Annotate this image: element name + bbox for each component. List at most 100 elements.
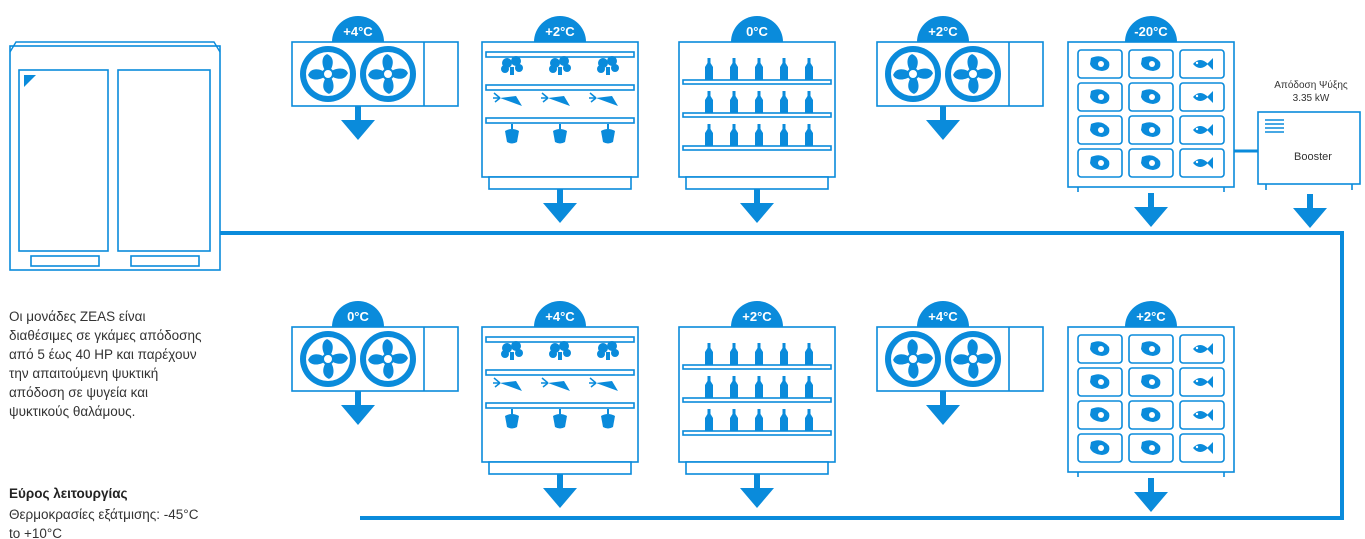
temperature-label: 0°C	[347, 309, 369, 324]
unit-cooler	[876, 326, 1044, 392]
temperature-badge: +2°C	[917, 16, 969, 42]
shelf-ledge	[485, 369, 635, 376]
description-text: Οι μονάδες ZEAS είναι διαθέσιμες σε γκάμ…	[9, 309, 202, 419]
temperature-label: +2°C	[928, 24, 958, 39]
temperature-badge: +4°C	[534, 301, 586, 327]
carrot-icon	[589, 92, 618, 106]
freezer-showcase	[1067, 41, 1235, 192]
bottle-icon	[805, 91, 813, 113]
temperature-label: +4°C	[928, 309, 958, 324]
top-row	[291, 41, 1235, 192]
broccoli-icon	[549, 56, 571, 75]
bottle-icon	[780, 343, 788, 365]
bottle-icon	[755, 409, 763, 431]
shelf-ledge	[485, 402, 635, 409]
meat-icon	[1141, 122, 1161, 137]
meat-icon	[1090, 341, 1110, 356]
flow-arrow-icon	[341, 391, 375, 425]
bottle-icon	[780, 376, 788, 398]
bottom-row	[291, 326, 1235, 477]
broccoli-icon	[549, 341, 571, 360]
booster-capacity-value: 3.35 kW	[1292, 93, 1330, 104]
bottle-icon	[805, 124, 813, 146]
shelf-ledge	[485, 51, 635, 58]
fish-icon	[1193, 58, 1213, 70]
showcase-base	[488, 461, 632, 475]
bottle-icon	[730, 343, 738, 365]
unit-cooler	[876, 41, 1044, 107]
temperature-label: +4°C	[343, 24, 373, 39]
carrot-icon	[589, 377, 618, 391]
condensing-unit-panel-left	[18, 69, 109, 252]
refrigerant-pipe	[220, 231, 1344, 520]
temperature-badge: +2°C	[731, 301, 783, 327]
bottle-icon	[730, 91, 738, 113]
fan-icon	[360, 46, 416, 102]
temperature-badge-shape	[332, 301, 384, 327]
bottle-icon	[805, 376, 813, 398]
booster-flow-arrow-icon	[1293, 194, 1327, 228]
temperature-badge: +4°C	[332, 16, 384, 42]
bottle-icon	[805, 343, 813, 365]
flow-arrow-icon	[1134, 193, 1168, 227]
meat-icon	[1141, 407, 1161, 422]
bottle-icon	[780, 58, 788, 80]
temperature-badge: +2°C	[534, 16, 586, 42]
unit-cooler	[291, 326, 459, 392]
fan-icon	[945, 46, 1001, 102]
temperature-badge-shape	[534, 301, 586, 327]
carrot-icon	[493, 92, 522, 106]
fan-icon	[885, 331, 941, 387]
temperature-badge-shape	[731, 301, 783, 327]
condensing-unit-top	[9, 41, 221, 53]
temperature-badge: +4°C	[917, 301, 969, 327]
flow-arrow-icon	[926, 106, 960, 140]
bottle-icon	[705, 124, 713, 146]
bottle-icon	[705, 376, 713, 398]
bottle-icon	[705, 91, 713, 113]
meat-icon	[1090, 155, 1110, 170]
temperature-badge: 0°C	[731, 16, 783, 42]
meat-icon	[1141, 89, 1161, 104]
booster-capacity-label: Απόδοση Ψύξης	[1274, 80, 1348, 91]
fish-icon	[1193, 124, 1213, 136]
bottle-icon	[780, 124, 788, 146]
operating-range-text: Θερμοκρασίες εξάτμισης: -45°C to +10°C	[9, 507, 199, 539]
carrot-icon	[541, 377, 570, 391]
showcase-base	[488, 176, 632, 190]
pepper-icon	[601, 409, 615, 429]
meat-icon	[1141, 56, 1161, 71]
fan-icon	[300, 46, 356, 102]
fish-icon	[1193, 442, 1213, 454]
bottle-icon	[730, 58, 738, 80]
fan-icon	[300, 331, 356, 387]
shelf-ledge	[682, 145, 832, 151]
vegetable-showcase	[481, 326, 639, 475]
temperature-label: +2°C	[742, 309, 772, 324]
temperature-badge-shape	[332, 16, 384, 42]
condensing-unit-vent-left	[30, 255, 100, 267]
booster-unit: Booster	[1257, 111, 1361, 190]
flow-arrow-icon	[740, 474, 774, 508]
pepper-icon	[505, 124, 519, 144]
bottle-icon	[755, 124, 763, 146]
temperature-badge-shape	[917, 16, 969, 42]
flow-arrow-icon	[341, 106, 375, 140]
temperature-label: -20°C	[1134, 24, 1168, 39]
flow-arrow-icon	[543, 474, 577, 508]
temperature-badge: -20°C	[1125, 16, 1177, 42]
temperature-badge-shape	[1125, 16, 1177, 42]
meat-icon	[1090, 374, 1110, 389]
fish-icon	[1193, 343, 1213, 355]
temperature-badge: 0°C	[332, 301, 384, 327]
broccoli-icon	[501, 56, 523, 75]
bottle-icon	[755, 343, 763, 365]
carrot-icon	[493, 377, 522, 391]
meat-icon	[1090, 89, 1110, 104]
fish-icon	[1193, 409, 1213, 421]
condensing-unit	[9, 41, 221, 271]
meat-icon	[1141, 374, 1161, 389]
temperature-badge: +2°C	[1125, 301, 1177, 327]
bottle-icon	[805, 409, 813, 431]
